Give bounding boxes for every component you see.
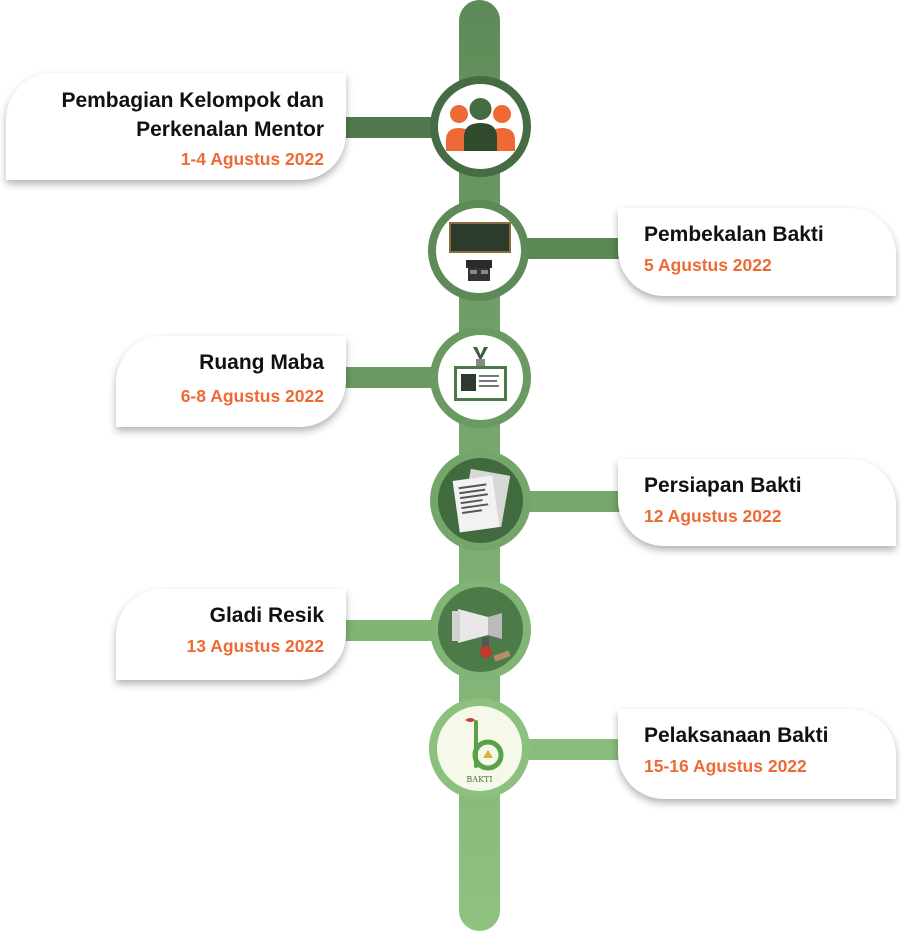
timeline-title-1-line2: Perkenalan Mentor [136,118,324,141]
timeline-node-4 [430,450,531,551]
timeline-node-6: BAKTI [429,698,530,799]
megaphone-icon [452,609,511,662]
timeline-node-5 [430,579,531,680]
timeline-node-2 [428,200,529,301]
documents-icon [452,468,511,533]
timeline-date-1: 1-4 Agustus 2022 [180,149,324,169]
timeline-title-6: Pelaksanaan Bakti [644,724,829,747]
timeline-card-5: Gladi Resik 13 Agustus 2022 [116,589,346,680]
timeline-date-6: 15-16 Agustus 2022 [644,756,807,776]
timeline-node-1 [430,76,531,177]
bakti-logo-text: BAKTI [466,775,492,784]
timeline-title-3: Ruang Maba [199,351,324,374]
people-group-icon [446,98,515,151]
bakti-logo-icon: BAKTI [465,718,504,784]
timeline-node-3 [430,327,531,428]
timeline-title-1: Pembagian Kelompok dan [61,89,324,112]
timeline-card-6: Pelaksanaan Bakti 15-16 Agustus 2022 [618,709,896,799]
timeline-title-4: Persiapan Bakti [644,474,802,497]
timeline-title-2: Pembekalan Bakti [644,223,824,246]
classroom-desk-icon [449,222,511,281]
timeline-title-5: Gladi Resik [209,604,324,627]
timeline-date-5: 13 Agustus 2022 [186,636,324,656]
timeline-date-3: 6-8 Agustus 2022 [180,386,324,406]
timeline-card-1: Pembagian Kelompok dan Perkenalan Mentor… [6,73,346,180]
id-card-icon [454,347,507,401]
timeline-date-4: 12 Agustus 2022 [644,506,782,526]
timeline-card-3: Ruang Maba 6-8 Agustus 2022 [116,336,346,427]
timeline-card-2: Pembekalan Bakti 5 Agustus 2022 [618,208,896,296]
timeline-date-2: 5 Agustus 2022 [644,255,772,275]
timeline-card-4: Persiapan Bakti 12 Agustus 2022 [618,459,896,546]
